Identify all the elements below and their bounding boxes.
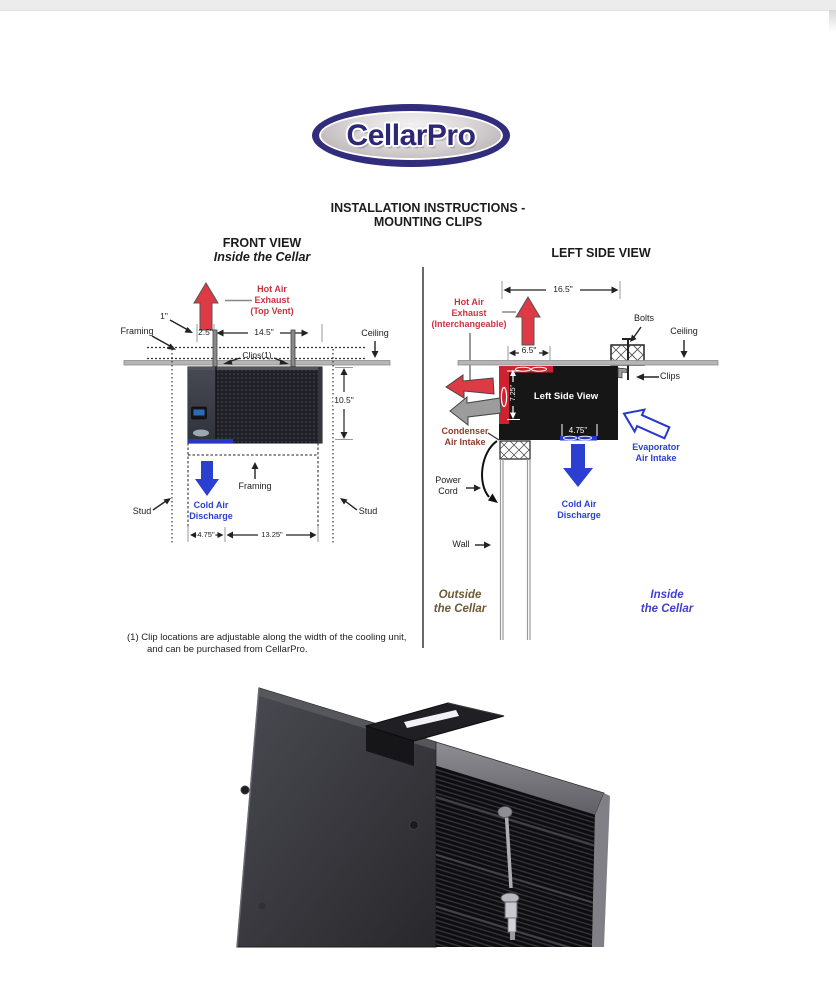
dim-7-25-label: 7.25": [510, 384, 517, 402]
refrigerant-valve: [497, 806, 520, 940]
mounting-clip-bracket: [364, 702, 505, 766]
ceiling-line: [457, 360, 719, 366]
hot-air-exhaust-arrow-side: [445, 374, 495, 399]
power-cord-curve: [481, 440, 498, 498]
one-inch-pointer-arrow: [184, 327, 193, 333]
framing-bottom-label: Framing: [238, 481, 272, 491]
dim-1in-label: 1": [160, 311, 168, 321]
stud-left-label: Stud: [132, 506, 152, 516]
screw: [409, 820, 419, 830]
dim-10-5-label: 10.5": [333, 395, 355, 406]
side-unit-label: Left Side View: [533, 391, 599, 402]
bolts-label: Bolts: [633, 313, 655, 323]
wall-label: Wall: [452, 539, 470, 549]
footnote-line2: and can be purchased from CellarPro.: [147, 644, 308, 655]
coil-frame-right: [592, 793, 610, 947]
footnote-line1: (1) Clip locations are adjustable along …: [127, 632, 407, 643]
page-edge-shadow: [829, 10, 836, 32]
ceiling-label-front: Ceiling: [361, 328, 389, 338]
dim-4-75-label-front: 4.75": [196, 529, 216, 540]
dim-6-5-label: 6.5": [521, 345, 537, 355]
bracket-slot: [404, 710, 459, 728]
dim-2-5-label: 2.5": [198, 327, 213, 337]
front-view-title: FRONT VIEW: [222, 236, 302, 250]
stud-right-label: Stud: [358, 506, 378, 516]
viewer-top-strip: [0, 0, 836, 11]
front-view-subtitle: Inside the Cellar: [213, 250, 311, 264]
evaporator-air-intake-arrow: [622, 408, 671, 440]
dim-14-5-label: 14.5": [254, 327, 274, 337]
wall-top-plate: [499, 440, 531, 460]
dim-16-5-label: 16.5": [553, 284, 573, 294]
front-view-diagram: [123, 282, 391, 545]
framing-top-label: Framing: [120, 326, 154, 336]
ceiling-label-side: Ceiling: [670, 326, 698, 336]
left-side-view-diagram: [445, 281, 719, 640]
condenser-air-intake-arrow: [449, 395, 502, 427]
mounting-clip-right: [290, 329, 296, 368]
logo-text: CellarPro: [346, 118, 476, 152]
cooling-unit-front-photo: [187, 366, 323, 444]
mounting-clip-side: [617, 367, 628, 379]
clips-label-side: Clips: [659, 371, 681, 381]
side-view-title: LEFT SIDE VIEW: [551, 246, 651, 260]
hot-air-exhaust-arrow: [193, 282, 219, 331]
unit-blue-vent: [188, 439, 233, 443]
wall-lines: [499, 459, 531, 640]
cellarpro-logo: CellarPro: [312, 104, 510, 167]
cold-air-discharge-arrow: [195, 461, 219, 496]
dim-13-25-label: 13.25": [260, 529, 284, 540]
side-exhaust-vent-red: [499, 366, 509, 424]
ceiling-line: [123, 360, 391, 366]
document-title: INSTALLATION INSTRUCTIONS - MOUNTING CLI…: [330, 201, 526, 229]
cold-air-discharge-arrow-side: [563, 444, 593, 487]
product-photo: [236, 687, 610, 948]
clips-label-front: Clips(1): [242, 350, 272, 360]
mounting-clip-left: [212, 329, 218, 368]
ceiling-pointer-arrow: [371, 351, 379, 358]
screw: [240, 785, 250, 795]
framing-pointer-arrow: [167, 343, 176, 350]
hot-air-exhaust-arrow-top: [515, 296, 541, 346]
cooling-unit-side-silhouette: [499, 366, 618, 441]
top-exhaust-vent-red: [509, 366, 553, 373]
dim-4-75-label-side: 4.75": [568, 426, 588, 435]
unit-logo-badge: [193, 429, 209, 437]
